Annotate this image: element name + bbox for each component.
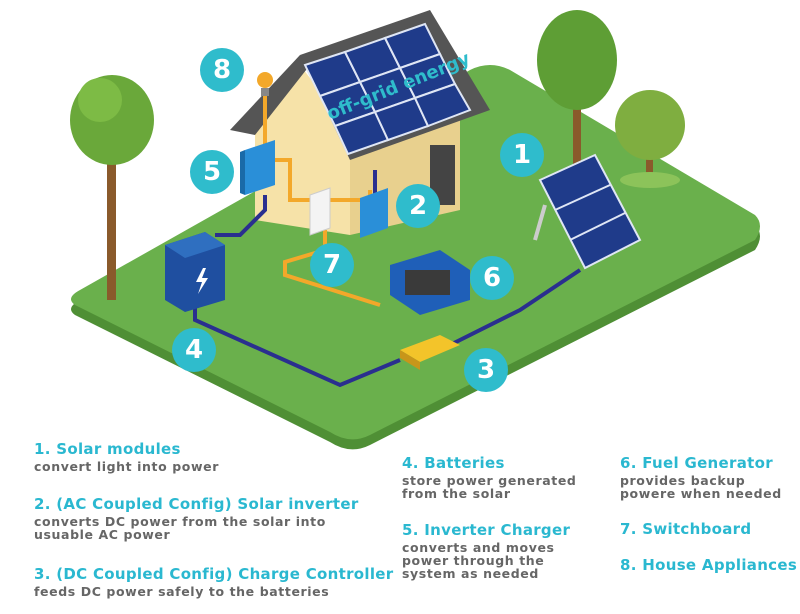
inverter-charger bbox=[240, 140, 275, 195]
legend-title: 3. (DC Coupled Config) Charge Controller bbox=[34, 565, 394, 583]
legend-title: 4. Batteries bbox=[402, 454, 505, 472]
solar-inverter bbox=[360, 188, 388, 238]
legend-item-7: 7. Switchboard bbox=[620, 520, 751, 538]
legend-title: 2. (AC Coupled Config) Solar inverter bbox=[34, 495, 359, 513]
badge-4: 4 bbox=[172, 328, 216, 372]
legend-title: 1. Solar modules bbox=[34, 440, 181, 458]
badge-7: 7 bbox=[310, 243, 354, 287]
legend-desc: converts and moves power through the sys… bbox=[402, 540, 555, 581]
switchboard bbox=[309, 187, 331, 236]
tree-left bbox=[70, 75, 154, 300]
legend-item-3: 3. (DC Coupled Config) Charge Controller… bbox=[34, 565, 393, 598]
lightning-icon bbox=[196, 268, 208, 294]
legend-item-8: 8. House Appliances bbox=[620, 556, 797, 574]
badge-5: 5 bbox=[190, 150, 234, 194]
legend-desc: convert light into power bbox=[34, 459, 219, 474]
legend-desc: feeds DC power safely to the batteries bbox=[34, 584, 330, 599]
legend-title: 8. House Appliances bbox=[620, 556, 798, 574]
badge-1: 1 bbox=[500, 133, 544, 177]
legend-desc: provides backup powere when needed bbox=[620, 473, 782, 501]
legend-desc: converts DC power from the solar into us… bbox=[34, 514, 326, 542]
legend-desc: store power generated from the solar bbox=[402, 473, 577, 501]
legend-title: 6. Fuel Generator bbox=[620, 454, 773, 472]
badge-3: 3 bbox=[464, 348, 508, 392]
charge-controller bbox=[400, 335, 460, 370]
legend-title: 5. Inverter Charger bbox=[402, 521, 571, 539]
badge-6: 6 bbox=[470, 256, 514, 300]
badge-8: 8 bbox=[200, 48, 244, 92]
badge-2: 2 bbox=[396, 184, 440, 228]
battery bbox=[165, 232, 225, 312]
fuel-generator bbox=[390, 250, 470, 315]
tree-right bbox=[537, 10, 685, 188]
appliance-bulb bbox=[257, 72, 273, 96]
legend-title: 7. Switchboard bbox=[620, 520, 752, 538]
ground-solar-array bbox=[533, 153, 642, 270]
